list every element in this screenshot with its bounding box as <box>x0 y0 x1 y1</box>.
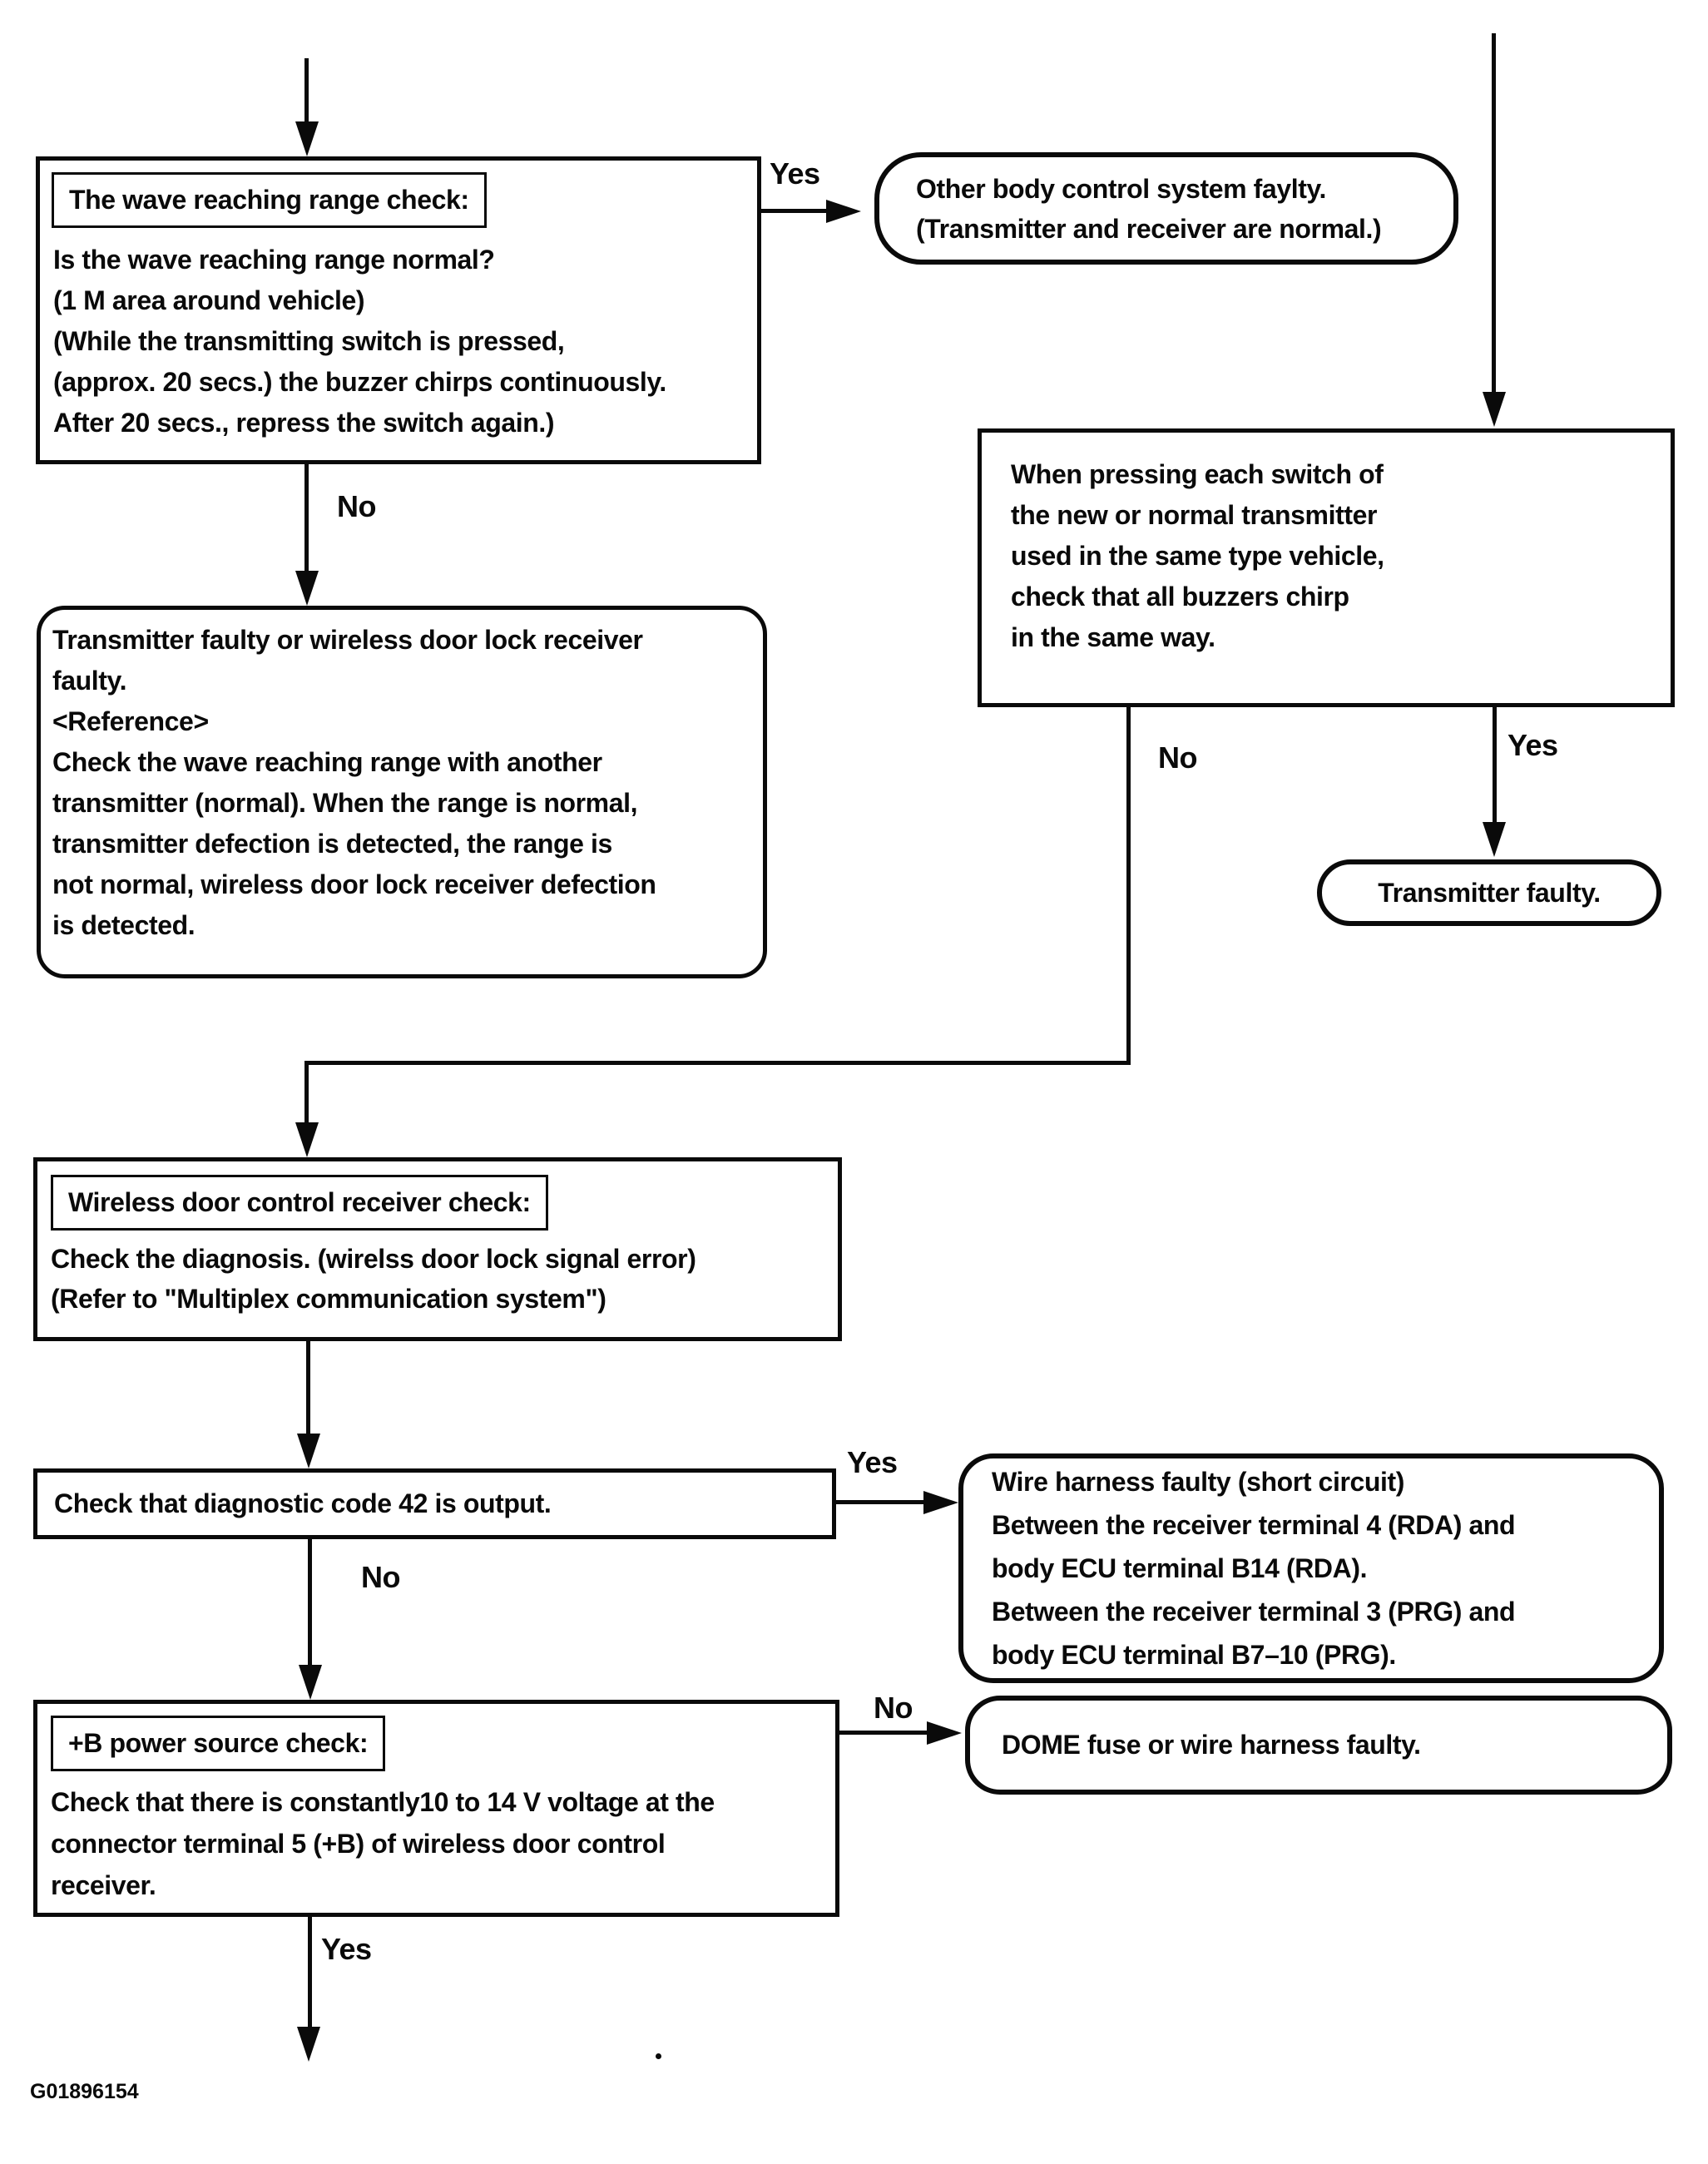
text-line: in the same way. <box>1011 622 1215 652</box>
text-line: DOME fuse or wire harness faulty. <box>1002 1730 1421 1760</box>
text-line: (Transmitter and receiver are normal.) <box>916 213 1382 244</box>
text-line: body ECU terminal B7–10 (PRG). <box>992 1640 1396 1670</box>
terminal-wire-harness-fault: Wire harness faulty (short circuit) Betw… <box>958 1453 1664 1683</box>
connector-yes-code42-line <box>836 1500 925 1504</box>
text-line: Check that diagnostic code 42 is output. <box>54 1488 552 1518</box>
edge-label-yes-same-type: Yes <box>1507 728 1558 762</box>
text-line: (approx. 20 secs.) the buzzer chirps con… <box>53 367 666 397</box>
text-line: <Reference> <box>52 706 209 736</box>
text-line: transmitter (normal). When the range is … <box>52 788 638 818</box>
arrowhead-yes-same-type-icon <box>1483 822 1506 857</box>
text-line: (While the transmitting switch is presse… <box>53 326 565 356</box>
terminal-transmitter-faulty: Transmitter faulty. <box>1317 859 1661 926</box>
arrowhead-receiver-to-code42-icon <box>297 1434 320 1468</box>
text-line: (1 M area around vehicle) <box>53 285 365 315</box>
arrowhead-yes-wave-icon <box>826 200 861 223</box>
text-line: Is the wave reaching range normal? <box>53 245 495 275</box>
arrowhead-entry-icon <box>295 121 319 156</box>
node-body-receiver-check: Check the diagnosis. (wirelss door lock … <box>51 1239 829 1319</box>
text-line: Transmitter faulty or wireless door lock… <box>52 625 643 655</box>
terminal-dome-fuse-fault: DOME fuse or wire harness faulty. <box>965 1696 1672 1795</box>
text-line: faulty. <box>52 666 127 696</box>
text-line: connector terminal 5 (+B) of wireless do… <box>51 1829 666 1859</box>
connector-no-wave-line <box>304 464 309 571</box>
node-body-wave-check: Is the wave reaching range normal? (1 M … <box>53 240 749 443</box>
arrowhead-right-entry-icon <box>1483 392 1506 427</box>
scan-speck <box>656 2053 661 2059</box>
node-title-receiver-check: Wireless door control receiver check: <box>51 1175 548 1231</box>
terminal-other-body-fault: Other body control system faylty. (Trans… <box>874 152 1458 265</box>
text-line: (Refer to "Multiplex communication syste… <box>51 1284 606 1314</box>
text-line: Between the receiver terminal 4 (RDA) an… <box>992 1510 1516 1540</box>
connector-yes-same-type-line <box>1493 707 1497 822</box>
arrowhead-yes-code42-icon <box>923 1491 958 1514</box>
edge-label-yes-wave-check: Yes <box>770 156 820 191</box>
arrowhead-yes-b-power-icon <box>297 2027 320 2062</box>
text-line: the new or normal transmitter <box>1011 500 1378 530</box>
edge-label-no-b-power: No <box>874 1691 913 1725</box>
node-title-b-power: +B power source check: <box>51 1716 386 1771</box>
text-line: Check the wave reaching range with anoth… <box>52 747 602 777</box>
connector-receiver-to-code42-line <box>306 1341 310 1434</box>
connector-entry-line <box>304 58 309 123</box>
text-line: used in the same type vehicle, <box>1011 541 1384 571</box>
arrowhead-no-code42-icon <box>299 1665 322 1700</box>
text-line: Other body control system faylty. <box>916 173 1326 204</box>
connector-yes-b-power-line <box>308 1917 312 2027</box>
process-code42-check: Check that diagnostic code 42 is output. <box>33 1468 836 1539</box>
text-line: Check the diagnosis. (wirelss door lock … <box>51 1244 696 1274</box>
connector-yes-wave-line <box>761 209 828 213</box>
edge-label-no-code42: No <box>361 1560 401 1594</box>
text-line: body ECU terminal B14 (RDA). <box>992 1553 1368 1583</box>
result-transmitter-or-receiver-faulty: Transmitter faulty or wireless door lock… <box>37 606 767 978</box>
text-line: Check that there is constantly10 to 14 V… <box>51 1787 715 1817</box>
text-line: is detected. <box>52 910 196 940</box>
text-line: Wire harness faulty (short circuit) <box>992 1467 1405 1497</box>
process-wave-reaching-range-check: The wave reaching range check: Is the wa… <box>36 156 761 464</box>
text-line: After 20 secs., repress the switch again… <box>53 408 555 438</box>
text-line: Transmitter faulty. <box>1378 877 1601 908</box>
connector-right-entry-line <box>1492 33 1496 392</box>
process-receiver-check: Wireless door control receiver check: Ch… <box>33 1157 842 1341</box>
connector-no-same-type-vline <box>1126 707 1131 1065</box>
edge-label-yes-code42: Yes <box>847 1445 898 1479</box>
edge-label-no-wave-check: No <box>337 489 377 523</box>
process-b-power-source-check: +B power source check: Check that there … <box>33 1700 839 1917</box>
node-body-tx-or-rx: Transmitter faulty or wireless door lock… <box>52 620 758 946</box>
node-body-b-power: Check that there is constantly10 to 14 V… <box>51 1781 830 1906</box>
edge-label-no-same-type: No <box>1158 740 1198 775</box>
connector-no-b-power-line <box>839 1731 928 1735</box>
node-title-wave-check: The wave reaching range check: <box>52 172 487 228</box>
text-line: check that all buzzers chirp <box>1011 582 1349 612</box>
edge-label-yes-b-power: Yes <box>321 1932 372 1966</box>
text-line: receiver. <box>51 1870 156 1900</box>
arrowhead-no-wave-icon <box>295 571 319 606</box>
text-line: Between the receiver terminal 3 (PRG) an… <box>992 1597 1516 1627</box>
connector-no-code42-line <box>308 1539 312 1665</box>
text-line: When pressing each switch of <box>1011 459 1384 489</box>
connector-no-same-type-drop <box>304 1061 309 1122</box>
text-line: not normal, wireless door lock receiver … <box>52 869 656 899</box>
arrowhead-no-same-type-icon <box>295 1122 319 1157</box>
connector-no-same-type-hline <box>304 1061 1131 1065</box>
node-body-when-pressing: When pressing each switch of the new or … <box>1011 454 1671 658</box>
process-same-type-transmitter-check: When pressing each switch of the new or … <box>978 428 1675 707</box>
figure-code: G01896154 <box>30 2080 139 2103</box>
arrowhead-no-b-power-icon <box>927 1721 962 1745</box>
text-line: transmitter defection is detected, the r… <box>52 829 612 859</box>
